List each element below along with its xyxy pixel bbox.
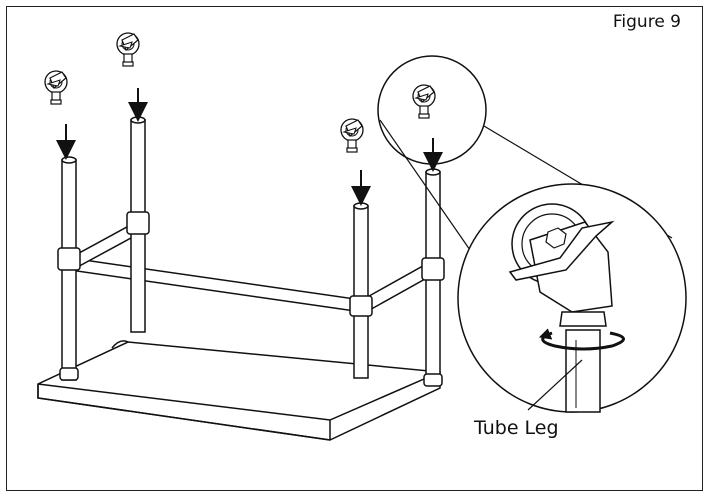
- rotate-arrow-icon: [538, 328, 625, 351]
- caster-group-1: [44, 70, 76, 160]
- caster-wheel-icon: [412, 84, 436, 119]
- joints: [57, 211, 445, 387]
- caster-group-2: [116, 32, 148, 122]
- caster-group-3: [340, 118, 371, 206]
- caster-wheel-icon: [340, 118, 364, 153]
- crossbars: [69, 220, 435, 314]
- caster-group-4: [412, 84, 443, 172]
- caster-wheel-icon: [44, 70, 68, 105]
- tabletop: [37, 340, 441, 441]
- magnified-detail: [457, 183, 687, 413]
- figure-label: Figure 9: [612, 12, 681, 32]
- figure-frame: [6, 6, 703, 491]
- leg-back-right: [353, 205, 369, 379]
- highlight-circle: [377, 55, 487, 165]
- caster-wheel-icon: [116, 32, 140, 67]
- tube-leg-label: Tube Leg: [473, 417, 559, 439]
- callout-leader-line: [527, 359, 583, 411]
- tube-leg-detail: [565, 329, 601, 413]
- tube-legs: [61, 116, 441, 385]
